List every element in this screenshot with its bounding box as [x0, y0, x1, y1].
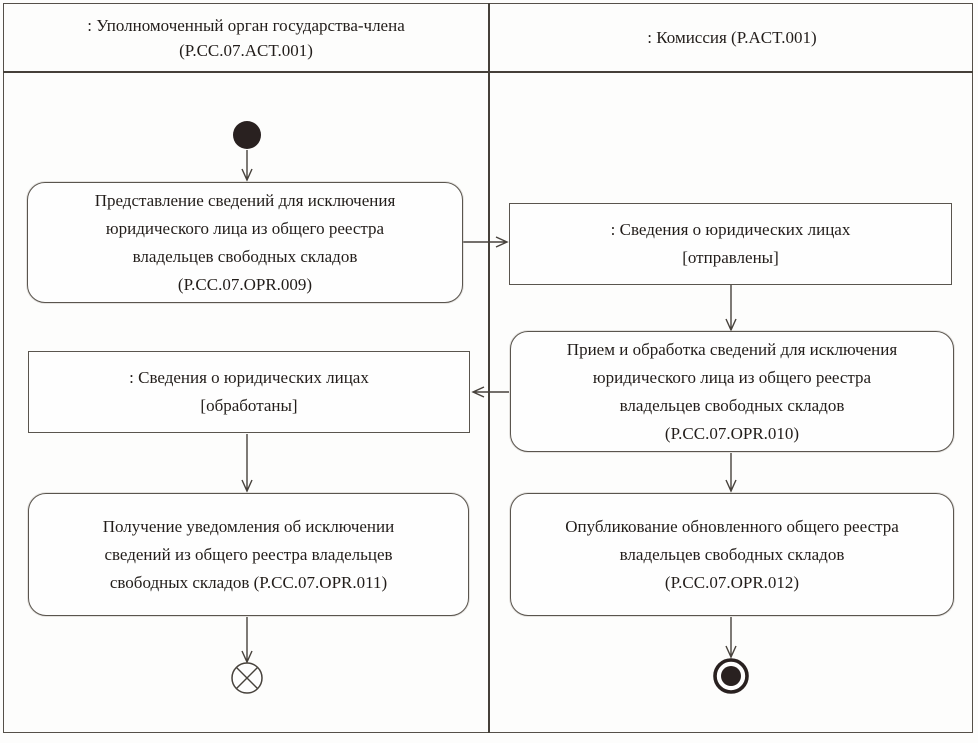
node-state-line: [отправлены] — [682, 248, 779, 267]
node-text-line: владельцев свободных складов — [619, 544, 845, 564]
node-text-line: Получение уведомления об исключении — [102, 516, 395, 536]
object-node-legal-entities-processed: : Сведения о юридических лицах [обработа… — [28, 351, 470, 433]
node-text-line: Прием и обработка сведений для исключени… — [566, 339, 898, 359]
node-code-line: (P.CC.07.OPR.009) — [177, 274, 313, 294]
node-text-line: владельцев свободных складов — [132, 246, 358, 266]
node-text-line: владельцев свободных складов — [619, 395, 845, 415]
node-text-line: свободных складов (P.CC.07.OPR.011) — [109, 572, 388, 592]
flow-arrow-opr011-to-flowfinal — [241, 617, 253, 664]
node-text-line: Опубликование обновленного общего реестр… — [565, 516, 899, 536]
flow-arrow-start-to-opr009 — [241, 150, 253, 182]
node-state-line: [обработаны] — [200, 396, 298, 415]
node-text-line: Представление сведений для исключения — [94, 190, 396, 210]
lane-header-code: (P.CC.07.ACT.001) — [179, 40, 313, 60]
node-text-line: юридического лица из общего реестра — [105, 218, 385, 238]
node-text-line: : Сведения о юридических лицах — [129, 368, 369, 387]
flow-arrow-opr010-to-processed — [471, 386, 509, 398]
action-node-opr009: Представление сведений для исключения юр… — [27, 182, 463, 303]
flow-final-node-icon — [231, 662, 263, 694]
node-text-line: сведений из общего реестра владельцев — [104, 544, 393, 564]
flow-arrow-processed-to-opr011 — [241, 434, 253, 493]
action-node-opr012: Опубликование обновленного общего реестр… — [510, 493, 954, 616]
activity-final-node-icon — [713, 658, 749, 694]
lane-header-text-line: : Комиссия (P.ACT.001) — [647, 28, 817, 47]
flow-arrow-opr010-to-opr012 — [725, 453, 737, 493]
lane-divider — [488, 3, 490, 733]
node-text-line: : Сведения о юридических лицах — [610, 220, 851, 239]
flow-arrow-opr012-to-final — [725, 617, 737, 659]
lane-header-member-state-authority: : Уполномоченный орган государства-члена… — [5, 4, 487, 71]
flow-arrow-opr009-to-sent — [463, 236, 509, 248]
flow-arrow-sent-to-opr010 — [725, 285, 737, 332]
lane-header-commission: : Комиссия (P.ACT.001) — [491, 4, 973, 71]
action-node-opr010: Прием и обработка сведений для исключени… — [510, 331, 954, 452]
node-text-line: юридического лица из общего реестра — [592, 367, 872, 387]
lane-header-underline — [3, 71, 973, 73]
action-node-opr011: Получение уведомления об исключении свед… — [28, 493, 469, 616]
node-code-line: (P.CC.07.OPR.012) — [664, 572, 800, 592]
initial-node-icon — [233, 121, 261, 149]
node-code-line: (P.CC.07.OPR.010) — [664, 423, 800, 443]
object-node-legal-entities-sent: : Сведения о юридических лицах [отправле… — [509, 203, 952, 285]
lane-header-text-line: : Уполномоченный орган государства-члена — [87, 15, 405, 35]
